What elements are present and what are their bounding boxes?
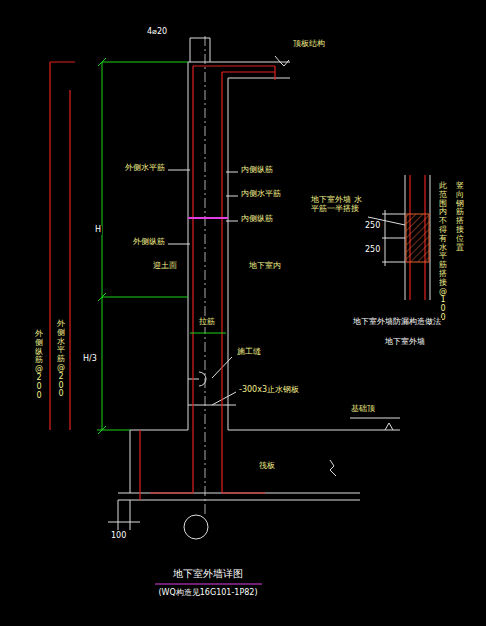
detail-title: 地下室外墙防漏构造做法 bbox=[352, 318, 442, 327]
rebar-label: 内侧纵筋 bbox=[240, 166, 274, 175]
rebar-label: 外侧水平筋@200 bbox=[56, 320, 66, 399]
dimension-label: H/3 bbox=[82, 355, 98, 364]
rebar-label: 外侧纵筋 bbox=[132, 238, 166, 247]
level-label: 基础顶 bbox=[350, 405, 376, 414]
rebar-label: 内侧水平筋 bbox=[240, 190, 282, 199]
rebar-label: 外侧水平筋 bbox=[124, 164, 166, 173]
drawing-title: 地下室外墙详图 bbox=[173, 567, 243, 581]
dimension-label: 250 bbox=[364, 222, 381, 231]
detail-subtitle: 地下室外墙 bbox=[384, 338, 426, 347]
rebar-label: 内侧纵筋 bbox=[240, 215, 274, 224]
detail-note: 地下室外墙 水平筋一半搭接 bbox=[310, 196, 364, 214]
joint-label: 施工缝 bbox=[236, 348, 262, 357]
dimension-label: 100 bbox=[110, 532, 127, 541]
dimension-label: 250 bbox=[364, 246, 381, 255]
drawing-caption: (WQ构造见16G101-1P82) bbox=[158, 587, 257, 598]
detail-note: 此范围内不得有水平筋搭接@100 bbox=[438, 182, 448, 323]
side-label: 地下室内 bbox=[248, 262, 282, 271]
dimension-label: H bbox=[94, 226, 102, 235]
slab-label: 顶板结构 bbox=[292, 40, 326, 49]
dimension-label: 4⌀20 bbox=[146, 28, 168, 37]
waterstop-label: -300x3止水钢板 bbox=[238, 386, 300, 395]
detail-note: 竖向钢筋搭接位置 bbox=[455, 182, 465, 252]
rebar-label: 拉筋 bbox=[198, 318, 216, 327]
rebar-label: 外侧纵筋@200 bbox=[34, 330, 44, 400]
side-label: 迎土面 bbox=[152, 262, 178, 271]
slab-label: 筏板 bbox=[258, 462, 276, 471]
